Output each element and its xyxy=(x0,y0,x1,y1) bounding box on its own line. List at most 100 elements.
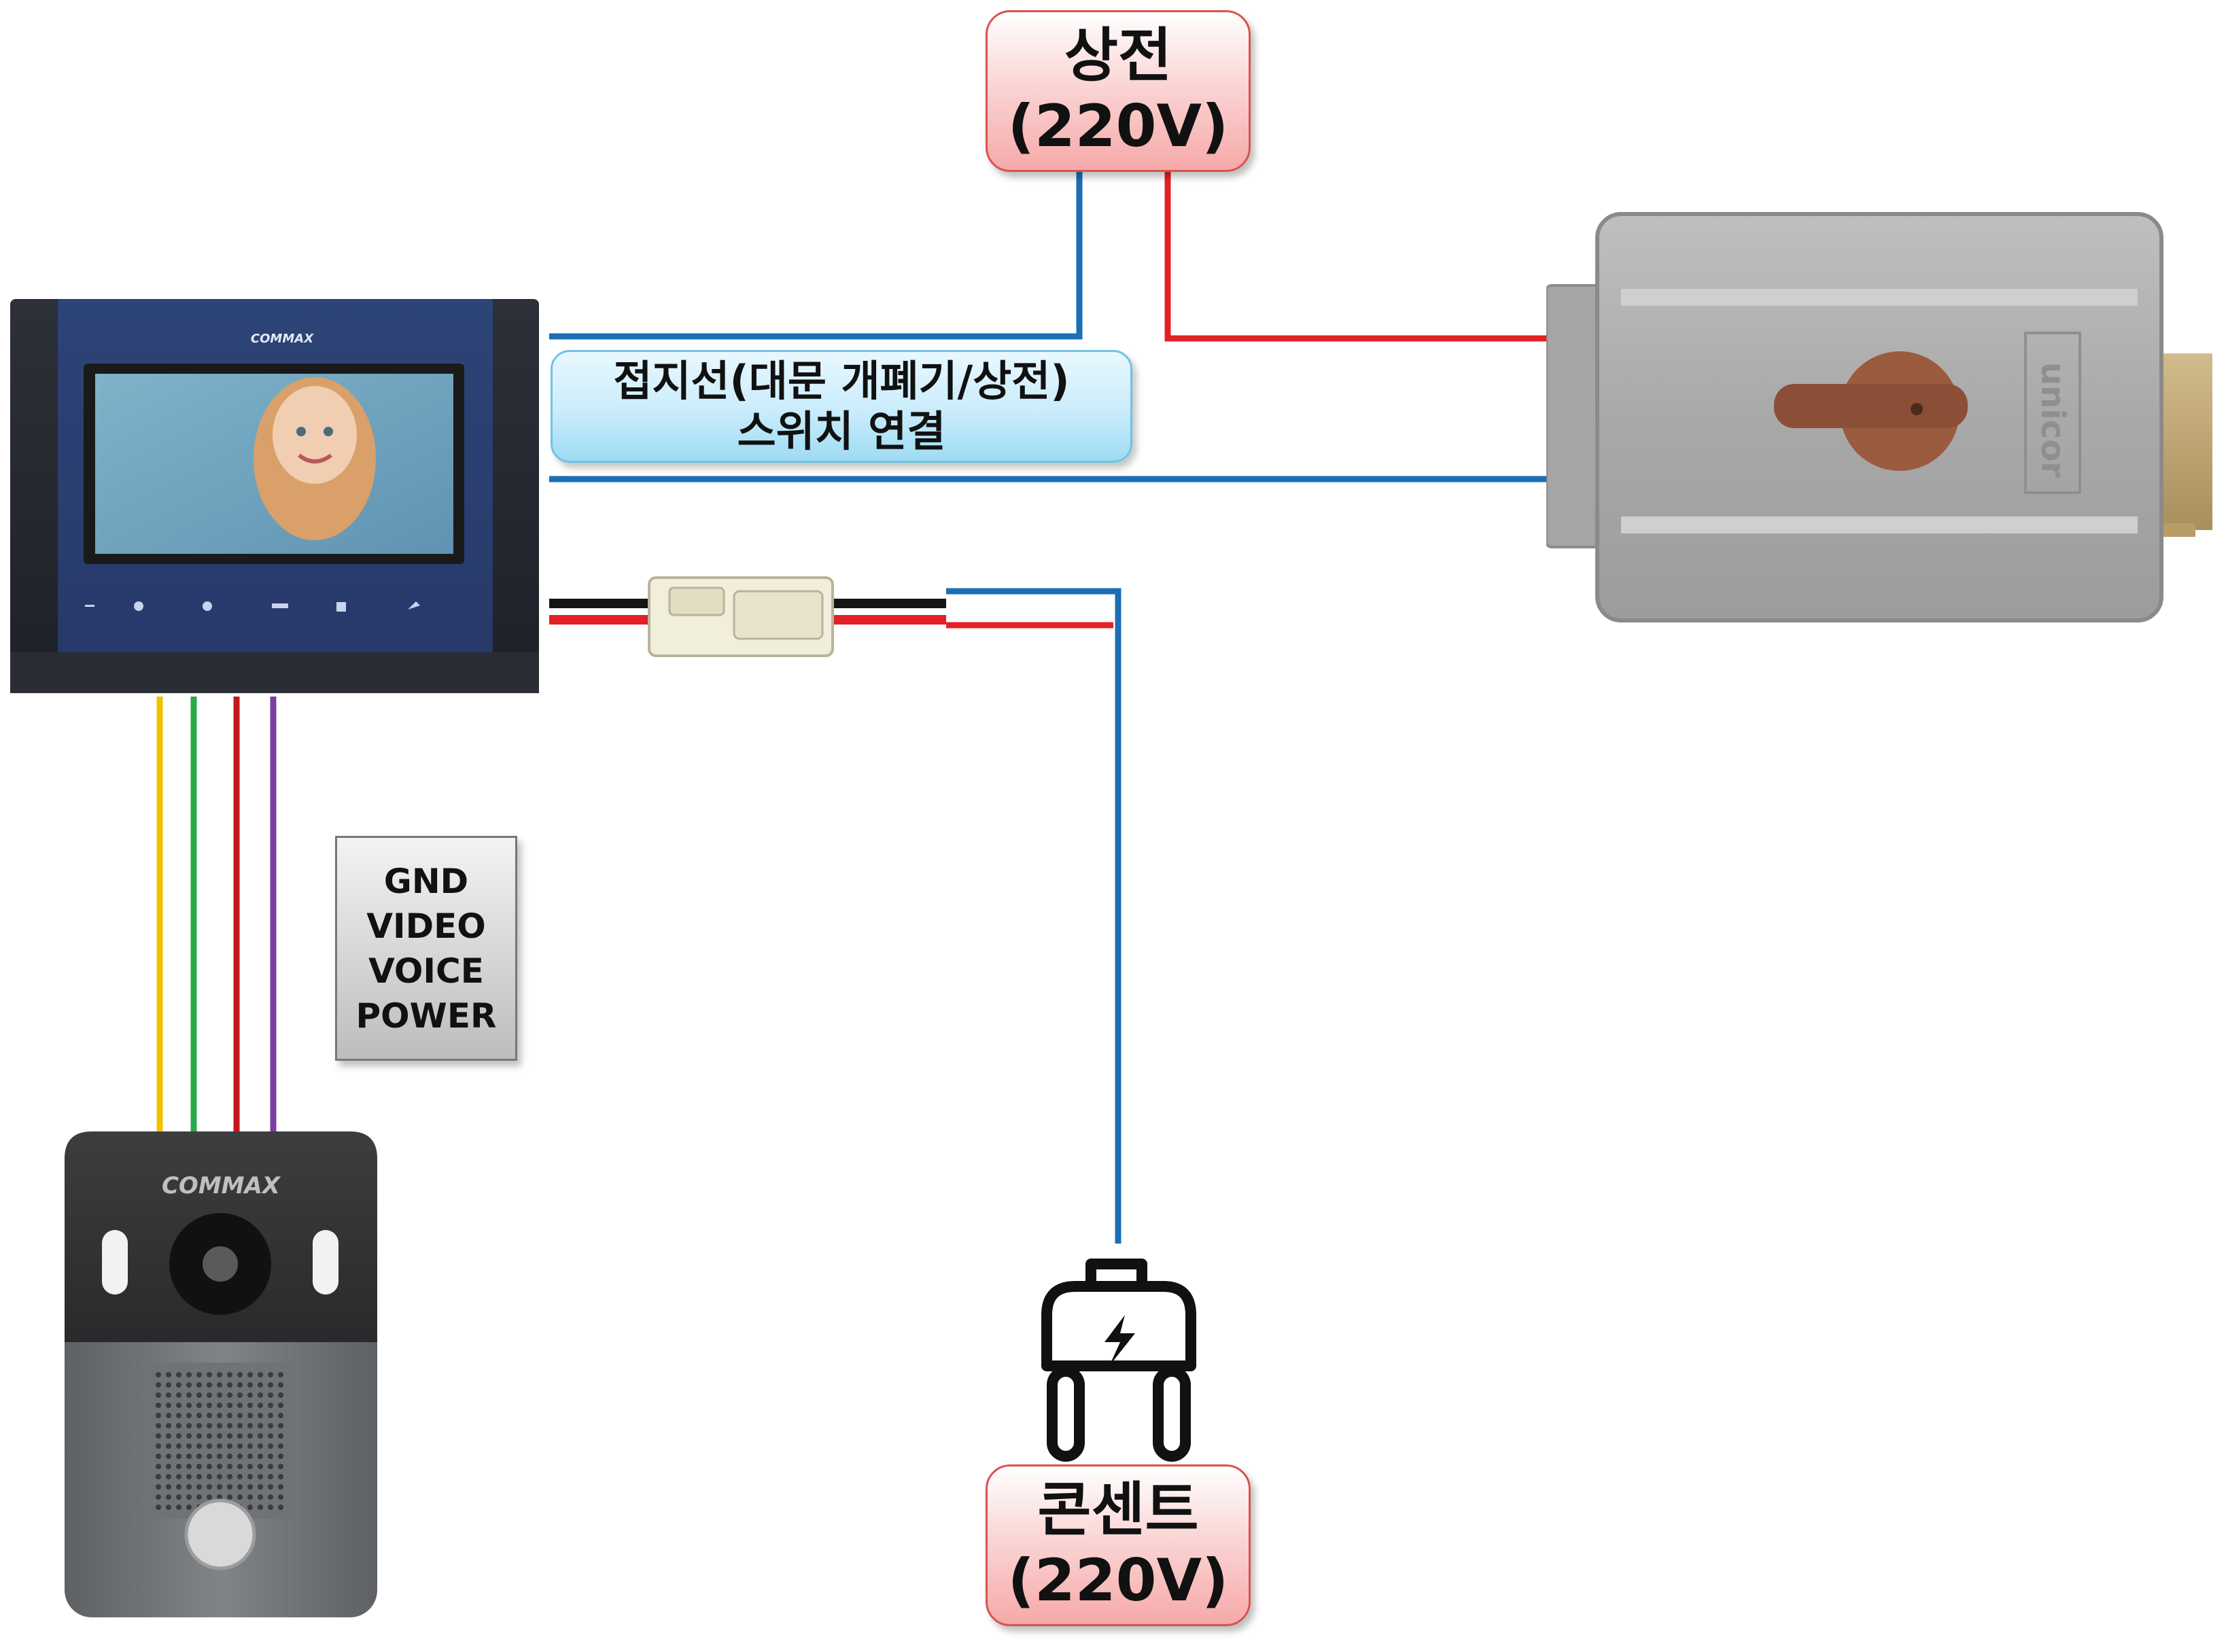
speaker-hole xyxy=(268,1433,273,1439)
speaker-hole xyxy=(227,1382,232,1388)
wire-red-top-to-lock xyxy=(1164,166,1546,342)
speaker-hole xyxy=(186,1454,192,1459)
speaker-hole xyxy=(156,1392,161,1398)
speaker-hole xyxy=(217,1382,222,1388)
speaker-hole xyxy=(227,1484,232,1490)
speaker-hole xyxy=(217,1433,222,1439)
speaker-hole xyxy=(268,1413,273,1418)
speaker-hole xyxy=(227,1464,232,1469)
speaker-hole xyxy=(207,1474,212,1479)
speaker-hole xyxy=(186,1433,192,1439)
speaker-hole xyxy=(278,1413,283,1418)
video-monitor: COMMAX xyxy=(10,299,539,693)
speaker-hole xyxy=(278,1505,283,1510)
legend-power: POWER xyxy=(355,996,497,1036)
speaker-hole xyxy=(278,1382,283,1388)
speaker-hole xyxy=(156,1413,161,1418)
ground-switch-label: 접지선(대문 개폐기/상전) 스위치 연결 xyxy=(551,350,1132,463)
power-plug-icon xyxy=(1041,1259,1196,1462)
speaker-hole xyxy=(237,1403,243,1408)
speaker-hole xyxy=(196,1494,202,1500)
speaker-hole xyxy=(258,1382,263,1388)
speaker-hole xyxy=(186,1484,192,1490)
speaker-hole xyxy=(237,1433,243,1439)
speaker-hole xyxy=(186,1382,192,1388)
speaker-hole xyxy=(176,1413,181,1418)
wire-legend: GND VIDEO VOICE POWER xyxy=(335,836,517,1061)
speaker-hole xyxy=(196,1454,202,1459)
speaker-hole xyxy=(166,1372,171,1377)
monitor-brand: COMMAX xyxy=(250,332,314,346)
speaker-hole xyxy=(278,1474,283,1479)
speaker-hole xyxy=(207,1464,212,1469)
speaker-hole xyxy=(217,1443,222,1449)
speaker-hole xyxy=(186,1474,192,1479)
speaker-hole xyxy=(176,1464,181,1469)
speaker-hole xyxy=(258,1454,263,1459)
speaker-hole xyxy=(247,1433,253,1439)
speaker-hole xyxy=(258,1433,263,1439)
speaker-hole xyxy=(258,1474,263,1479)
speaker-hole xyxy=(237,1372,243,1377)
outlet-name: 콘센트 xyxy=(1037,1476,1199,1544)
speaker-hole xyxy=(217,1454,222,1459)
speaker-hole xyxy=(268,1423,273,1428)
speaker-hole xyxy=(196,1372,202,1377)
wire-blue-to-outlet xyxy=(946,588,1121,1244)
speaker-hole xyxy=(268,1464,273,1469)
speaker-hole xyxy=(268,1454,273,1459)
speaker-hole xyxy=(258,1372,263,1377)
speaker-hole xyxy=(196,1392,202,1398)
speaker-hole xyxy=(278,1423,283,1428)
speaker-hole xyxy=(227,1403,232,1408)
speaker-hole xyxy=(227,1443,232,1449)
speaker-hole xyxy=(247,1443,253,1449)
speaker-hole xyxy=(176,1443,181,1449)
speaker-hole xyxy=(278,1464,283,1469)
speaker-hole xyxy=(166,1443,171,1449)
speaker-hole xyxy=(196,1423,202,1428)
speaker-hole xyxy=(227,1454,232,1459)
speaker-hole xyxy=(176,1392,181,1398)
speaker-hole xyxy=(278,1392,283,1398)
speaker-hole xyxy=(268,1382,273,1388)
speaker-hole xyxy=(227,1413,232,1418)
speaker-hole xyxy=(268,1474,273,1479)
speaker-hole xyxy=(247,1382,253,1388)
electric-door-lock: unicor xyxy=(1545,211,2216,625)
speaker-hole xyxy=(207,1443,212,1449)
speaker-hole xyxy=(207,1413,212,1418)
speaker-hole xyxy=(237,1484,243,1490)
speaker-hole xyxy=(186,1505,192,1510)
speaker-hole xyxy=(176,1403,181,1408)
speaker-hole xyxy=(237,1413,243,1418)
speaker-hole xyxy=(196,1403,202,1408)
speaker-hole xyxy=(268,1443,273,1449)
call-button[interactable] xyxy=(184,1498,256,1570)
speaker-hole xyxy=(207,1484,212,1490)
molex-connector xyxy=(648,576,834,657)
speaker-hole xyxy=(176,1382,181,1388)
speaker-hole xyxy=(166,1484,171,1490)
lock-brand: unicor xyxy=(2034,362,2072,478)
speaker-hole xyxy=(207,1454,212,1459)
speaker-hole xyxy=(268,1494,273,1500)
speaker-hole xyxy=(186,1443,192,1449)
speaker-hole xyxy=(247,1403,253,1408)
speaker-hole xyxy=(166,1505,171,1510)
speaker-hole xyxy=(166,1403,171,1408)
speaker-hole xyxy=(217,1464,222,1469)
speaker-hole xyxy=(176,1454,181,1459)
speaker-hole xyxy=(156,1443,161,1449)
speaker-hole xyxy=(237,1464,243,1469)
speaker-hole xyxy=(186,1423,192,1428)
speaker-hole xyxy=(247,1454,253,1459)
power-source-label: 상전 (220V) xyxy=(986,10,1251,172)
speaker-hole xyxy=(278,1494,283,1500)
speaker-hole xyxy=(258,1484,263,1490)
door-camera: COMMAX xyxy=(65,1131,377,1617)
speaker-hole xyxy=(258,1464,263,1469)
speaker-hole xyxy=(166,1464,171,1469)
speaker-hole xyxy=(217,1372,222,1377)
